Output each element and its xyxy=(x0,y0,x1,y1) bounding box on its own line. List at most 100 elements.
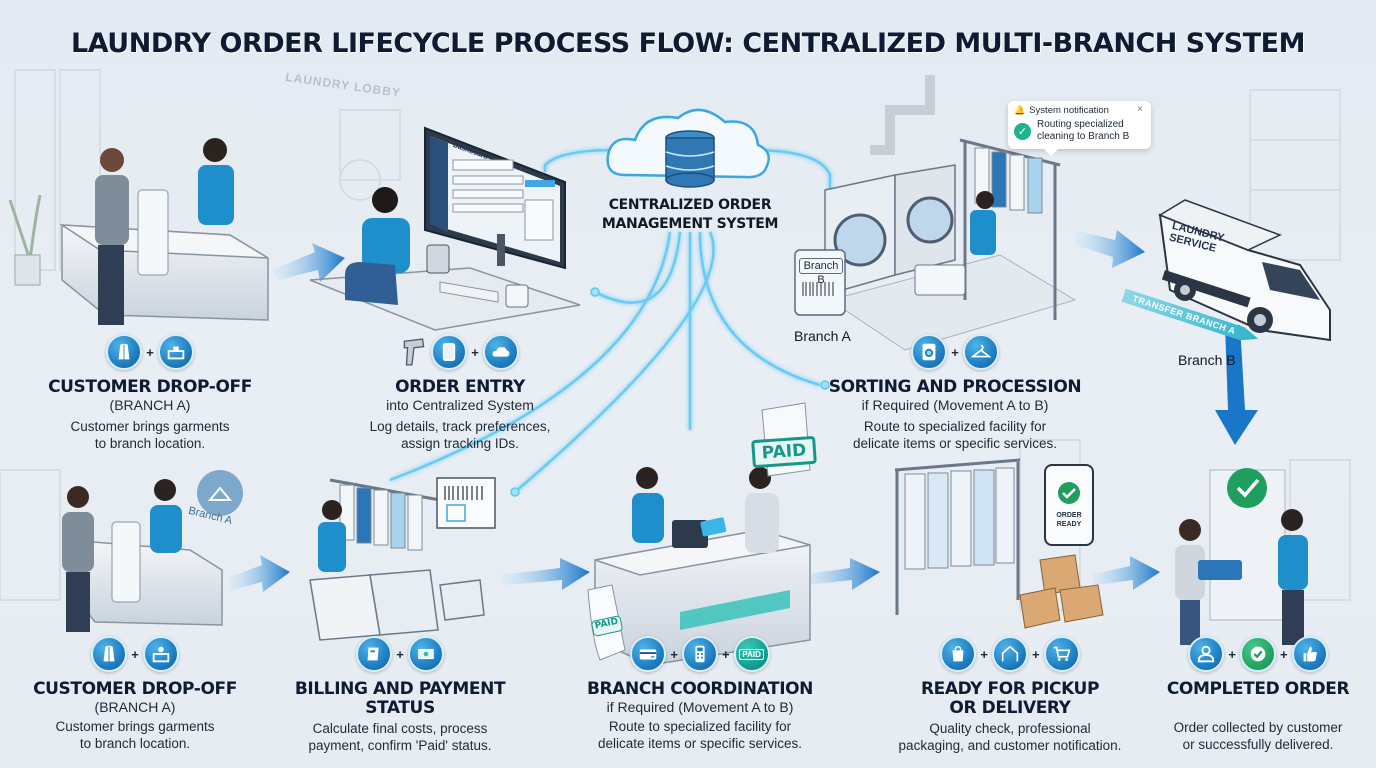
stage-description: Route to specialized facility for delica… xyxy=(805,418,1105,452)
stage-description: Customer brings garments to branch locat… xyxy=(5,718,265,752)
phone-text-line2: READY xyxy=(1056,521,1082,528)
garment-bag-icon xyxy=(91,636,128,672)
stage-title: SORTING AND PROCESSION xyxy=(828,377,1082,397)
desc-line: assign tracking IDs. xyxy=(401,436,519,451)
desc-line: or successfully delivered. xyxy=(1182,737,1334,752)
arrow-5 xyxy=(500,558,590,590)
plus-sign: + xyxy=(471,344,479,360)
cloud-icon xyxy=(482,334,519,370)
desc-line: delicate items or specific services. xyxy=(852,436,1058,451)
stage-description: Log details, track preferences, assign t… xyxy=(330,418,590,452)
dropoff-scene-bottom xyxy=(62,470,243,632)
branch-b-tag: Branch B xyxy=(799,258,843,286)
plus-sign: + xyxy=(722,646,730,662)
arrow-6 xyxy=(800,558,880,590)
hanger-icon xyxy=(962,334,999,370)
desc-line: Log details, track preferences, xyxy=(369,419,551,434)
stage-customer-dropoff-bottom: + CUSTOMER DROP-OFF (BRANCH A) Customer … xyxy=(5,636,265,752)
delivery-van xyxy=(1158,199,1331,342)
stage-title: COMPLETED ORDER xyxy=(1166,679,1350,699)
stage-description: Quality check, professional packaging, a… xyxy=(880,720,1140,754)
arrow-1 xyxy=(272,243,345,282)
stage-title: CUSTOMER DROP-OFF xyxy=(48,377,252,397)
phone-screen-text: ORDER READY xyxy=(1049,511,1089,529)
dropoff-scene-top xyxy=(8,138,269,325)
page-title: LAUNDRY ORDER LIFECYCLE PROCESS FLOW: CE… xyxy=(71,28,1305,59)
branch-b-label: Branch B xyxy=(1178,352,1236,368)
arrow-down xyxy=(1215,325,1258,445)
bell-icon: 🔔 xyxy=(1014,105,1026,115)
notification-message: Routing specialized cleaning to Branch B xyxy=(1037,119,1129,143)
stage-subtitle: into Centralized System xyxy=(386,397,534,413)
stage-title: BILLING AND PAYMENT xyxy=(294,679,506,699)
stage-customer-dropoff-top: + CUSTOMER DROP-OFF (BRANCH A) Customer … xyxy=(15,334,285,452)
notification-header: System notification xyxy=(1029,105,1109,116)
paid-icon-text: PAID xyxy=(739,648,764,660)
plus-sign: + xyxy=(951,344,959,360)
desc-line: Route to specialized facility for xyxy=(608,719,792,734)
stage-description: Customer brings garments to branch locat… xyxy=(15,418,285,452)
arrow-3 xyxy=(1075,230,1145,268)
desc-line: delicate items or specific services. xyxy=(597,736,803,751)
plus-sign: + xyxy=(670,646,678,662)
desc-line: Customer brings garments xyxy=(70,419,230,434)
stage-title-line2: OR DELIVERY xyxy=(949,698,1071,718)
plus-sign: + xyxy=(1032,646,1040,662)
desc-line: Route to specialized facility for xyxy=(863,419,1047,434)
stage-completed-order: + + COMPLETED ORDER Order collected by c… xyxy=(1140,636,1376,753)
reception-icon xyxy=(142,636,179,672)
stage-description: Calculate final costs, process payment, … xyxy=(275,720,525,754)
plus-sign: + xyxy=(1228,646,1236,662)
tablet-icon xyxy=(431,334,468,370)
central-system-label: CENTRALIZED ORDER MANAGEMENT SYSTEM xyxy=(590,196,790,234)
arrow-4 xyxy=(228,555,290,592)
notification-line2: cleaning to Branch B xyxy=(1037,131,1130,142)
stage-title: BRANCH COORDINATION xyxy=(586,679,814,699)
user-icon xyxy=(1188,636,1225,672)
ready-scene xyxy=(894,458,1104,629)
stage-subtitle: (BRANCH A) xyxy=(109,397,191,413)
desc-line: to branch location. xyxy=(79,736,191,751)
desc-line: Quality check, professional xyxy=(929,721,1091,736)
bag-icon xyxy=(940,636,977,672)
check-icon xyxy=(1240,636,1276,672)
stage-title-line2: STATUS xyxy=(365,698,435,718)
desc-line: Customer brings garments xyxy=(55,719,215,734)
order-entry-scene xyxy=(309,126,581,331)
garment-bag-icon xyxy=(106,334,143,370)
counter-icon xyxy=(157,334,194,370)
desc-line: packaging, and customer notification. xyxy=(898,738,1122,753)
desc-line: Order collected by customer xyxy=(1173,720,1343,735)
stage-ready-pickup: + + READY FOR PICKUP OR DELIVERY Quality… xyxy=(880,636,1140,754)
stage-title: READY FOR PICKUP xyxy=(920,679,1100,699)
stage-order-entry: + ORDER ENTRY into Centralized System Lo… xyxy=(330,334,590,452)
cloud-database-icon xyxy=(606,108,770,188)
stage-branch-coordination: + + PAID BRANCH COORDINATION if Required… xyxy=(565,636,835,752)
paid-stamp-icon: PAID xyxy=(733,636,770,672)
stage-description: Route to specialized facility for delica… xyxy=(565,718,835,752)
central-system-line2: MANAGEMENT SYSTEM xyxy=(601,216,779,232)
washing-machine-icon xyxy=(911,334,948,370)
system-notification: 🔔 System notification × ✓ Routing specia… xyxy=(1008,101,1151,156)
billing-scene xyxy=(309,477,496,641)
sorting-scene xyxy=(794,75,1077,351)
stage-title: ORDER ENTRY xyxy=(395,377,525,397)
desc-line: to branch location. xyxy=(94,436,206,451)
network-nodes xyxy=(510,287,830,497)
flow-arrows xyxy=(228,230,1258,592)
plus-sign: + xyxy=(131,646,139,662)
hanger-icon xyxy=(992,636,1028,672)
plus-sign: + xyxy=(146,344,154,360)
desc-line: Calculate final costs, process xyxy=(312,721,488,736)
stage-subtitle: if Required (Movement A to B) xyxy=(861,397,1049,413)
plus-sign: + xyxy=(980,646,988,662)
plus-sign: + xyxy=(1280,646,1288,662)
phone-text-line1: ORDER xyxy=(1056,512,1082,519)
stage-title: CUSTOMER DROP-OFF xyxy=(33,679,237,699)
card-terminal-icon xyxy=(682,636,718,672)
plus-sign: + xyxy=(396,646,404,662)
close-icon[interactable]: × xyxy=(1137,104,1143,115)
cash-icon xyxy=(407,636,444,672)
desc-line: payment, confirm 'Paid' status. xyxy=(308,738,492,753)
barcode-scanner-icon xyxy=(401,337,427,367)
